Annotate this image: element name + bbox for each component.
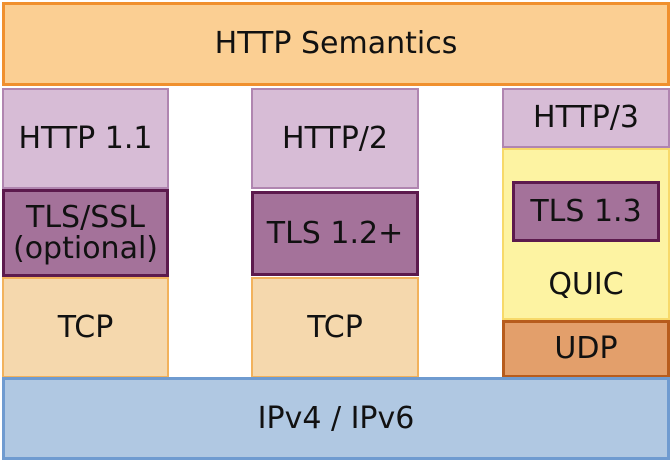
tcp-box-2: TCP (251, 277, 419, 378)
http-3-box: HTTP/3 (502, 88, 670, 148)
ip-label: IPv4 / IPv6 (257, 400, 415, 436)
tls-1-3-box: TLS 1.3 (512, 181, 660, 242)
http-1-1-box: HTTP 1.1 (2, 88, 169, 189)
http-2-label: HTTP/2 (282, 120, 388, 156)
udp-box: UDP (502, 320, 670, 378)
tls-1-3-label: TLS 1.3 (530, 193, 642, 229)
http-3-label: HTTP/3 (533, 100, 639, 136)
http-semantics-layer: HTTP Semantics (2, 2, 670, 86)
tls-ssl-label: TLS/SSL (optional) (13, 199, 158, 266)
tcp-label-1: TCP (57, 309, 114, 345)
http-1-1-label: HTTP 1.1 (18, 120, 153, 156)
http-2-box: HTTP/2 (251, 88, 419, 189)
quic-label: QUIC (548, 266, 624, 302)
tls-ssl-box: TLS/SSL (optional) (2, 189, 169, 277)
udp-label: UDP (554, 331, 618, 367)
http-semantics-label: HTTP Semantics (214, 26, 458, 62)
ip-layer: IPv4 / IPv6 (2, 377, 670, 460)
tls-1-2-box: TLS 1.2+ (251, 191, 419, 276)
tcp-box-1: TCP (2, 277, 169, 378)
tls-1-2-label: TLS 1.2+ (266, 215, 404, 251)
tcp-label-2: TCP (307, 309, 363, 345)
